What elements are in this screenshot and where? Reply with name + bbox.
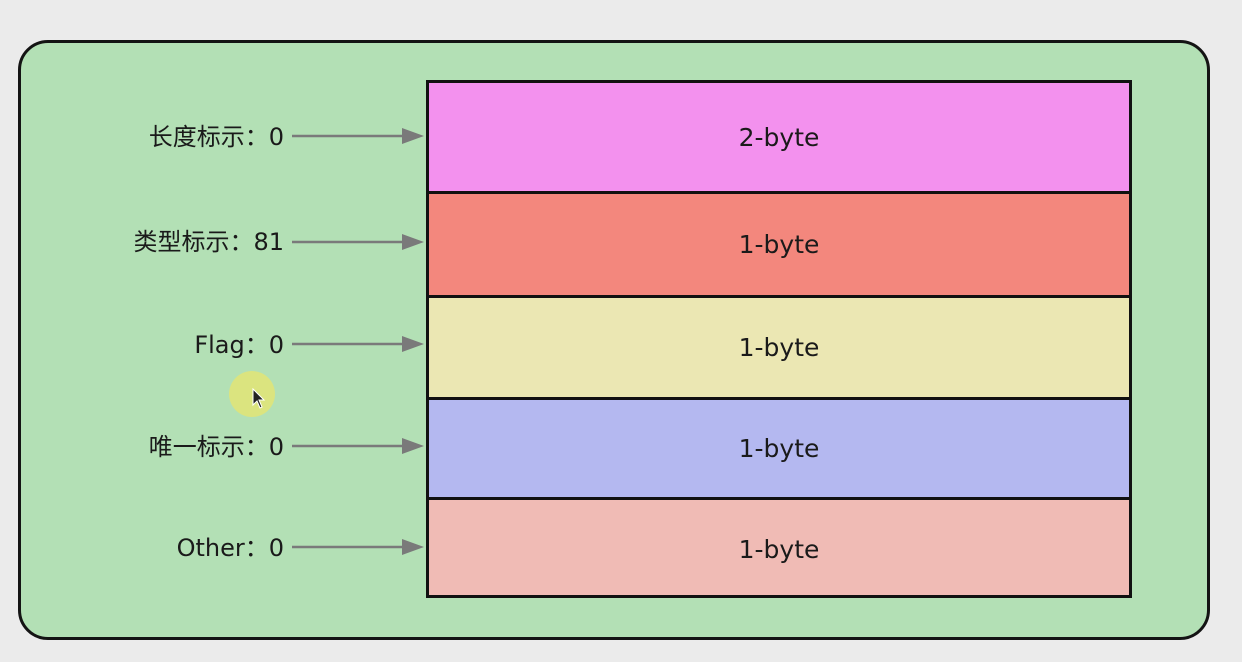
arrow-length (292, 128, 424, 144)
segment-other-size: 1-byte (738, 534, 820, 564)
label-flag: Flag：0 (194, 331, 284, 359)
byte-frame: 2-byte 1-byte 1-byte 1-byte 1-byte (426, 80, 1132, 598)
segment-flag: 1-byte (429, 298, 1129, 400)
segment-flag-size: 1-byte (738, 333, 820, 362)
cursor-highlight (229, 371, 275, 417)
mouse-pointer-icon (252, 388, 266, 409)
segment-type-size: 1-byte (738, 230, 820, 259)
segment-other: 1-byte (429, 500, 1129, 595)
segment-unique: 1-byte (429, 400, 1129, 500)
segment-length-size: 2-byte (738, 122, 820, 152)
label-other: Other：0 (176, 534, 284, 562)
arrow-other (292, 539, 424, 555)
arrow-unique (292, 438, 424, 454)
label-type-indicator: 类型标示：81 (133, 228, 284, 256)
arrow-type (292, 234, 424, 250)
segment-unique-size: 1-byte (738, 434, 820, 463)
segment-type: 1-byte (429, 194, 1129, 298)
segment-length: 2-byte (429, 83, 1129, 194)
label-length-indicator: 长度标示：0 (148, 123, 284, 151)
label-unique-indicator: 唯一标示：0 (148, 433, 284, 461)
arrow-flag (292, 336, 424, 352)
